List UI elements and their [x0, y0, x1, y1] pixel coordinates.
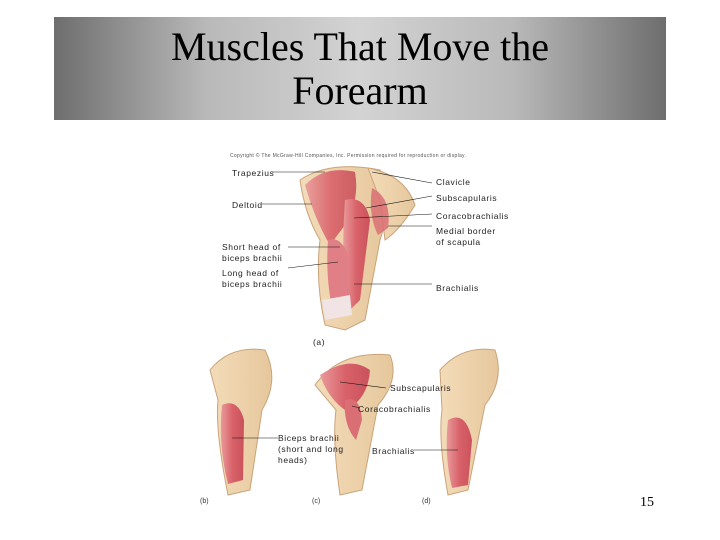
label-brachialis: Brachialis — [436, 283, 479, 293]
copyright-notice: Copyright © The McGraw-Hill Companies, I… — [230, 153, 467, 159]
figure-bcd-leader-lines — [232, 381, 458, 451]
label-subscapularis: Subscapularis — [436, 193, 498, 203]
panel-label-d: (d) — [422, 498, 431, 505]
slide-title: Muscles That Move the Forearm — [170, 23, 550, 113]
label-deltoid: Deltoid — [232, 200, 263, 210]
figure-b-arm — [209, 348, 273, 496]
figure-c-arm — [314, 353, 394, 496]
label-biceps-brachii: Biceps brachii (short and long heads) — [278, 433, 344, 465]
panel-label-a: (a) — [313, 337, 326, 347]
panel-label-c: (c) — [312, 498, 321, 505]
figure-a-arm — [299, 166, 416, 331]
label-medial-border-scapula: Medial border of scapula — [436, 226, 496, 247]
label-trapezius: Trapezius — [232, 168, 275, 178]
title-bar: Muscles That Move the Forearm — [54, 17, 666, 120]
figure-a-leader-lines — [262, 171, 433, 285]
label-coracobrachialis-c: Coracobrachialis — [358, 404, 431, 414]
panel-label-b: (b) — [200, 498, 209, 505]
label-clavicle: Clavicle — [436, 177, 471, 187]
label-short-head-biceps: Short head of biceps brachii — [222, 242, 283, 263]
label-brachialis-d: Brachialis — [372, 446, 415, 456]
label-subscapularis-c: Subscapularis — [390, 383, 452, 393]
label-long-head-biceps: Long head of biceps brachii — [222, 268, 283, 289]
label-coracobrachialis: Coracobrachialis — [436, 211, 509, 221]
figure-d-arm — [439, 348, 499, 496]
slide-number: 15 — [640, 495, 654, 510]
